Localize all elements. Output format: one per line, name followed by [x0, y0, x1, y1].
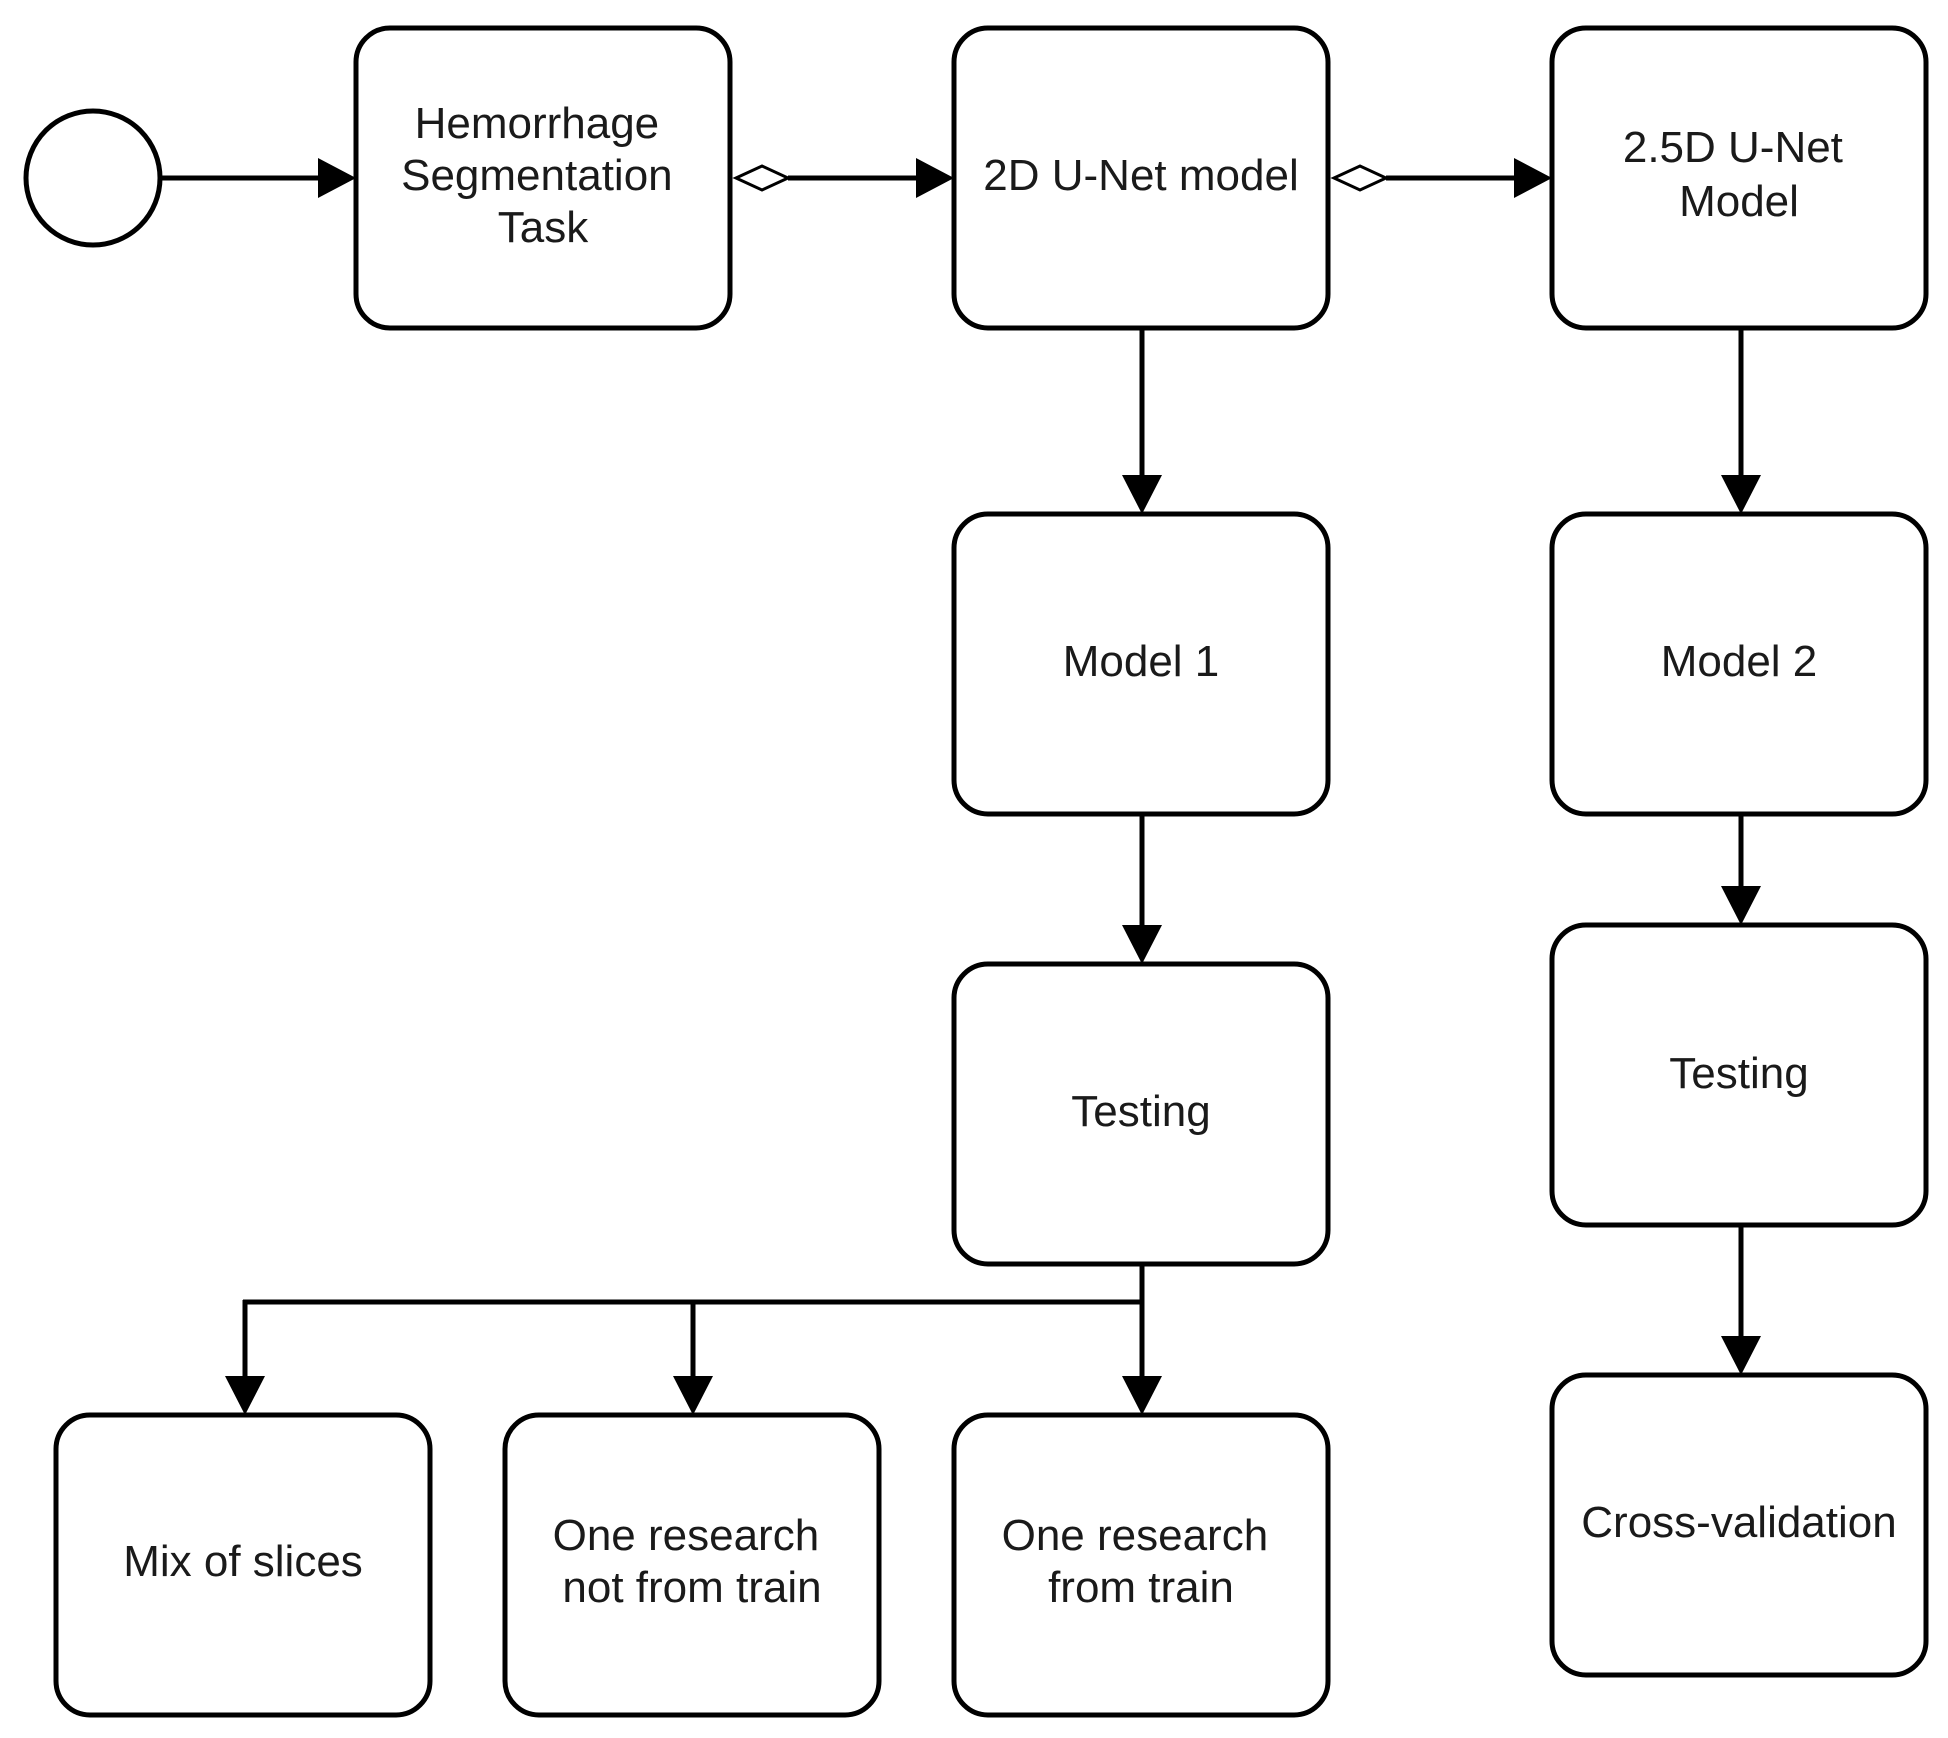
node-label: Hemorrhage Segmentation Task	[401, 99, 685, 252]
arrowhead-hemorrhage-task	[318, 158, 356, 198]
node-model-1: Model 1	[951, 511, 1331, 817]
node-label: Cross-validation	[1581, 1498, 1896, 1547]
arrowheads	[225, 158, 1761, 1415]
node-label: One research from train	[1002, 1511, 1281, 1612]
node-one-research-from-train: One research from train	[951, 1412, 1331, 1718]
arrowhead-testing-1	[1122, 925, 1162, 964]
aggregation-diamond-hemorrhage	[732, 164, 792, 192]
node-label: Model 1	[1063, 637, 1220, 686]
start-event	[23, 108, 163, 248]
node-hemorrhage-segmentation-task: Hemorrhage Segmentation Task	[353, 25, 733, 331]
edges	[160, 175, 1744, 1380]
node-label: One research not from train	[553, 1511, 832, 1612]
node-mix-of-slices: Mix of slices	[53, 1412, 433, 1718]
node-label: 2.5D U-Net Model	[1623, 123, 1855, 226]
node-label: Mix of slices	[123, 1537, 363, 1586]
node-label: Testing	[1669, 1049, 1808, 1098]
arrowhead-testing-2	[1721, 886, 1761, 925]
node-one-research-not-from-train: One research not from train	[502, 1412, 882, 1718]
node-testing-2: Testing	[1549, 922, 1929, 1228]
node-2d-unet-model: 2D U-Net model	[951, 25, 1331, 331]
node-label: Testing	[1071, 1087, 1210, 1136]
aggregation-diamond-2d-unet	[1330, 164, 1390, 192]
node-label: Model 2	[1661, 637, 1818, 686]
arrowhead-model-1	[1122, 475, 1162, 514]
node-model-2: Model 2	[1549, 511, 1929, 817]
arrowhead-model-2	[1721, 475, 1761, 514]
node-cross-validation: Cross-validation	[1549, 1372, 1929, 1678]
node-label: 2D U-Net model	[983, 151, 1298, 200]
arrowhead-one-research-from-train	[1122, 1376, 1162, 1415]
arrowhead-one-research-not-from-train	[673, 1376, 713, 1415]
node-25d-unet-model: 2.5D U-Net Model	[1549, 25, 1929, 331]
arrowhead-cross-validation	[1721, 1336, 1761, 1375]
arrowhead-2d-unet	[916, 158, 954, 198]
arrowhead-mix-of-slices	[225, 1376, 265, 1415]
node-testing-1: Testing	[951, 961, 1331, 1267]
arrowhead-25d-unet	[1514, 158, 1552, 198]
